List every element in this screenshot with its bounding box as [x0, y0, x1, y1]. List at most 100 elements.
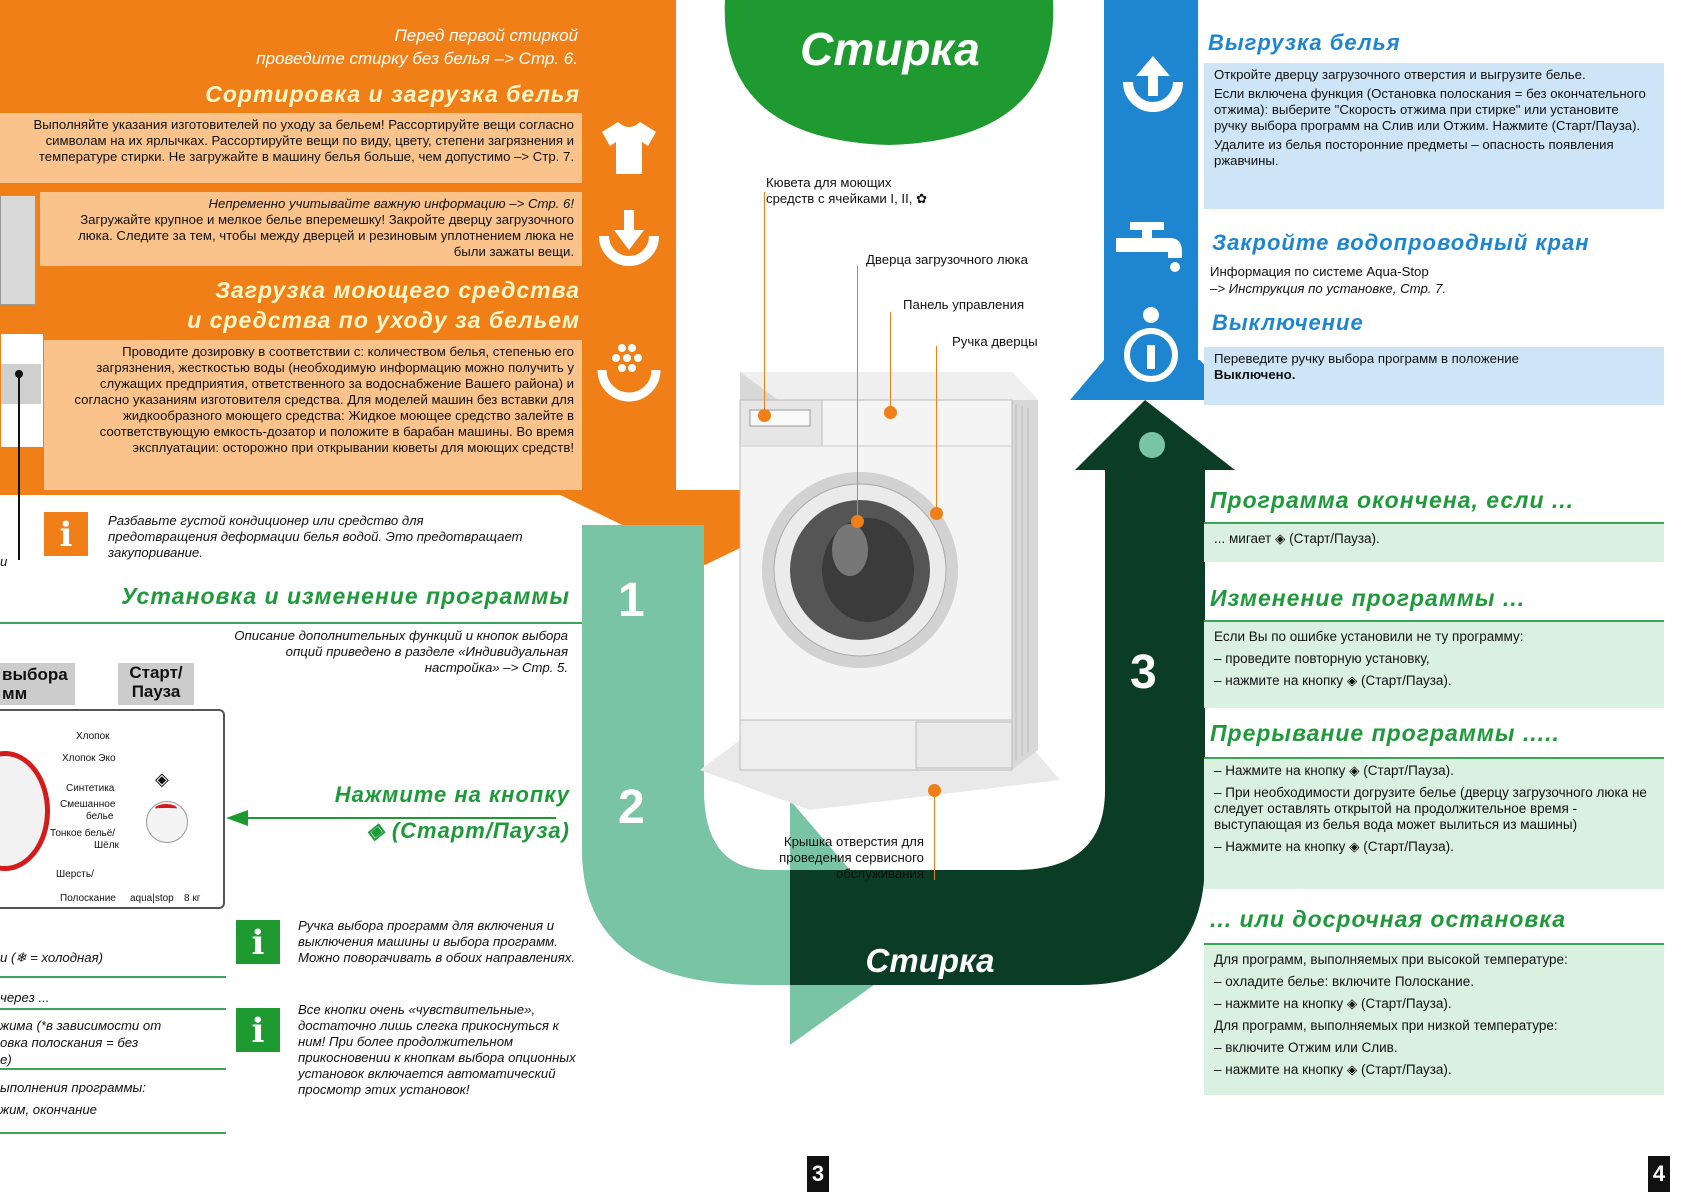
frag-i: и — [0, 554, 8, 569]
change-l1: Если Вы по ошибке установили не ту прогр… — [1214, 629, 1524, 644]
finished-line — [1204, 522, 1664, 524]
info-2-text: Ручка выбора программ для включения и вы… — [298, 918, 576, 965]
tshirt-icon — [602, 122, 656, 174]
unload-box: Откройте дверцу загрузочного отверстия и… — [1204, 63, 1664, 209]
unload-p3: Удалите из белья посторонние предметы – … — [1214, 137, 1614, 168]
program-title: Установка и изменение программы — [121, 583, 570, 609]
handle-leader — [936, 346, 937, 507]
selector-label: выбора мм — [0, 663, 75, 705]
stop-l1: Для программ, выполняемых при высокой те… — [1214, 952, 1568, 967]
info-3-text: Все кнопки очень «чувствительные», доста… — [298, 1002, 576, 1097]
arrow-left-to-button — [226, 810, 556, 826]
start-label-1: Старт/ — [129, 663, 183, 682]
interrupt-l2: – При необходимости догрузите белье (две… — [1214, 785, 1647, 832]
panel-marker — [884, 406, 897, 419]
wash-photo-1 — [0, 183, 40, 323]
start-pause-symbol-icon: ◈ — [155, 769, 169, 789]
label-tray-1: Кювета для моющих — [766, 175, 892, 190]
detergent-title-1: Загрузка моющего средства — [215, 277, 580, 303]
stop-box: Для программ, выполняемых при высокой те… — [1204, 945, 1664, 1095]
stop-l2: – охладите белье: включите Полоскание. — [1214, 974, 1474, 989]
prog-wool: Шерсть/ — [56, 869, 94, 880]
tap-title: Закройте водопроводный кран — [1212, 230, 1590, 255]
stop-title: ... или досрочная остановка — [1210, 906, 1567, 932]
frag-line-1 — [0, 976, 226, 978]
tap-p1: Информация по системе Aqua-Stop — [1210, 264, 1429, 279]
finished-box: ... мигает ◈ (Старт/Пауза). — [1204, 524, 1664, 562]
detergent-title-2: и средства по уходу за бельем — [187, 307, 580, 333]
capacity-label: 8 кг — [184, 893, 201, 904]
frag-finish: жим, окончание — [0, 1102, 98, 1117]
prog-delicate-2: Шёлк — [94, 840, 119, 851]
stop-l6: – нажмите на кнопку ◈ (Старт/Пауза). — [1214, 1062, 1452, 1077]
label-service-3: обслуживания — [836, 866, 924, 881]
frag-line-4 — [0, 1132, 226, 1134]
handle-marker — [930, 507, 943, 520]
stop-line — [1204, 943, 1664, 945]
wash-title: Стирка — [800, 23, 980, 75]
stop-l5: – включите Отжим или Слив. — [1214, 1040, 1398, 1055]
press-button-1: Нажмите на кнопку — [334, 782, 570, 807]
service-leader — [934, 790, 935, 880]
program-title-line — [0, 622, 582, 624]
frag-line-2 — [0, 1008, 226, 1010]
info-icon: i — [44, 512, 88, 556]
info-power-icon — [1124, 307, 1178, 382]
frag-exec: ыполнения программы: — [0, 1080, 146, 1095]
door-leader — [857, 266, 858, 515]
program-note: Описание дополнительных функций и кнопок… — [234, 628, 568, 675]
prog-mixed-1: Смешанное — [60, 799, 116, 810]
interrupt-line — [1204, 757, 1664, 759]
tray-marker — [758, 409, 771, 422]
step-2-number: 2 — [618, 781, 645, 834]
start-label-2: Пауза — [131, 682, 181, 701]
start-pause-button[interactable] — [146, 801, 188, 843]
drawer-photo — [0, 333, 44, 448]
start-pause-inline-icon: ◈ — [366, 818, 392, 843]
load-box: Непременно учитывайте важную информацию … — [40, 192, 582, 266]
label-handle: Ручка дверцы — [952, 334, 1038, 349]
unload-p1: Откройте дверцу загрузочного отверстия и… — [1214, 67, 1586, 82]
change-box: Если Вы по ошибке установили не ту прогр… — [1204, 622, 1664, 708]
wash-bottom-label: Стирка — [865, 942, 995, 979]
label-service-2: проведения сервисного — [779, 850, 924, 865]
tap-p2: –> Инструкция по установке, Стр. 7. — [1210, 281, 1447, 296]
sort-title: Сортировка и загрузка белья — [205, 81, 580, 107]
finished-title: Программа окончена, если ... — [1210, 487, 1575, 513]
washing-machine-illustration — [700, 372, 1060, 810]
stop-l3: – нажмите на кнопку ◈ (Старт/Пауза). — [1214, 996, 1452, 1011]
change-l3: – нажмите на кнопку ◈ (Старт/Пауза). — [1214, 673, 1452, 688]
tray-leader — [764, 192, 765, 409]
prog-cotton: Хлопок — [76, 731, 110, 742]
load-text: Загружайте крупное и мелкое белье вперем… — [78, 212, 574, 259]
change-line — [1204, 620, 1664, 622]
control-panel: Хлопок Хлопок Эко Синтетика Смешанное бе… — [0, 709, 225, 909]
frag-cold: и (❄ = холодная) — [0, 950, 104, 965]
prog-cotton-eco: Хлопок Эко — [62, 753, 116, 764]
start-label: Старт/ Пауза — [118, 663, 194, 705]
off-title: Выключение — [1212, 310, 1364, 335]
stop-l4: Для программ, выполняемых при низкой тем… — [1214, 1018, 1558, 1033]
first-wash-line2: проведите стирку без белья –> Стр. 6. — [256, 49, 578, 68]
off-text-1: Переведите ручку выбора программ в полож… — [1214, 351, 1519, 366]
page-number-left: 3 — [807, 1156, 829, 1192]
frag-mode: жима (*в зависимости от — [0, 1018, 162, 1033]
unload-up-icon — [1123, 56, 1183, 112]
frag-e: е) — [0, 1052, 12, 1067]
frag-through: через ... — [0, 990, 50, 1005]
label-panel: Панель управления — [903, 297, 1025, 312]
label-door: Дверца загрузочного люка — [866, 252, 1028, 267]
important-note: Непременно учитывайте важную информацию … — [208, 196, 574, 211]
frag-rinse: овка полоскания = без — [0, 1035, 139, 1050]
off-text-2: Выключено. — [1214, 367, 1296, 382]
water-tap-icon — [1116, 222, 1182, 272]
drawer-leader-line — [18, 370, 20, 560]
frag-line-3 — [0, 1068, 226, 1070]
interrupt-l1: – Нажмите на кнопку ◈ (Старт/Пауза). — [1214, 763, 1454, 778]
interrupt-l3: – Нажмите на кнопку ◈ (Старт/Пауза). — [1214, 839, 1454, 854]
page-number-right: 4 — [1648, 1156, 1670, 1192]
off-box: Переведите ручку выбора программ в полож… — [1204, 347, 1664, 405]
sort-text: Выполняйте указания изготовителей по ухо… — [0, 113, 582, 183]
program-dial[interactable] — [0, 751, 50, 871]
step-3-number: 3 — [1130, 646, 1157, 699]
